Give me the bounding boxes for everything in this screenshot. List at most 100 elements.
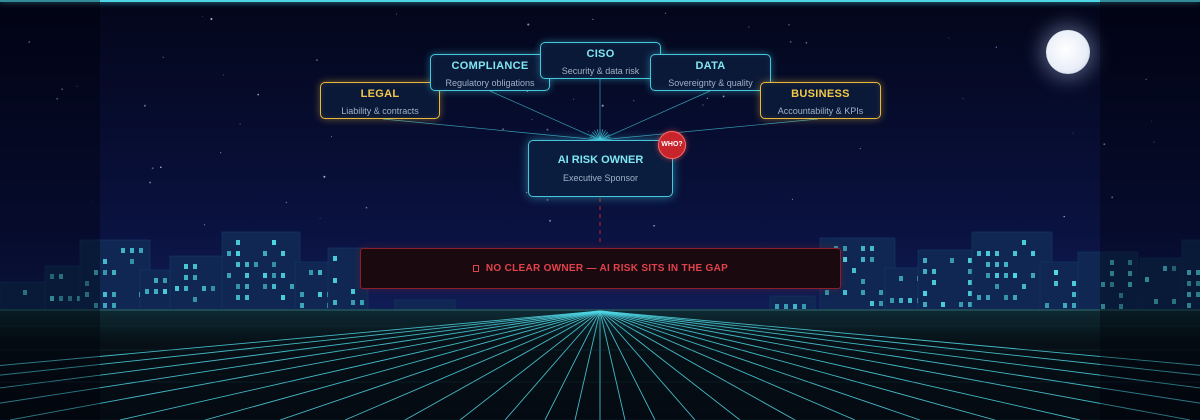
star [76,85,78,87]
building-window [995,273,999,278]
building-window [1101,282,1105,287]
building-window [986,251,990,256]
grid-ray [574,310,601,420]
star [239,123,241,125]
building-window [932,280,936,285]
building-window [995,262,999,267]
hub-burst-ray [591,131,601,141]
star [633,100,635,102]
building-window [121,248,125,253]
star [653,224,655,227]
building-window [1072,292,1076,297]
star [92,201,94,203]
node-subtitle: Accountability & KPIs [777,106,864,116]
star [56,97,59,100]
building-window [1101,304,1105,309]
building-window [263,284,267,289]
building-window [1022,284,1026,289]
building-window [360,300,364,305]
star [546,199,549,201]
node-title: LEGAL [360,88,400,100]
node-title: DATA [695,60,726,72]
building-window [959,302,963,307]
building-window [154,289,158,294]
building-window [112,303,116,308]
building-window [1128,271,1132,276]
building-window [236,284,240,289]
building-window [272,273,276,278]
star [319,218,321,219]
star [1145,78,1147,81]
moon [1046,30,1090,74]
node-subtitle: Regulatory obligations [445,78,535,88]
building-window [281,273,285,278]
building-window [163,289,167,294]
warning-box-icon [472,265,479,272]
building-window [879,290,883,295]
building-window [986,295,990,300]
grid-ray [504,310,601,420]
grid-ray [599,310,1200,404]
star [601,104,604,107]
building-window [163,278,167,283]
star [61,88,63,90]
building-window [1163,266,1167,271]
grid-ray [204,310,601,420]
top-accent-line [0,0,1200,2]
building-window [1172,299,1176,304]
hub-burst-ray [596,129,601,141]
building-window [1013,295,1017,300]
ownership-gap-banner: NO CLEAR OWNER — AI RISK SITS IN THE GAP [360,248,841,289]
building-window [184,286,188,291]
building-window [103,259,107,264]
node-title: COMPLIANCE [451,60,529,72]
star [546,128,549,131]
star [549,219,552,222]
grid-ray [599,310,1200,376]
building-window [1154,299,1158,304]
star [789,41,792,43]
building-window [843,290,847,295]
building-window [112,292,116,297]
horizon-line [0,309,1200,311]
star [149,181,152,184]
building-window [227,273,231,278]
building-window [193,264,197,269]
building-window [1054,281,1058,286]
building-window [351,300,355,305]
star [159,166,162,169]
building-window [103,270,107,275]
star [592,18,594,20]
building-window [793,304,797,309]
building-window [1119,304,1123,309]
building-window [154,278,158,283]
building-window [103,292,107,297]
grid-ray [279,310,601,420]
building-window [861,257,865,262]
building-window [1110,271,1114,276]
building-window [908,298,912,303]
building-window [1110,260,1114,265]
star [502,128,504,130]
grid-ray [599,310,1200,366]
building-window [1187,292,1191,297]
grid-ray [599,310,796,420]
building-window [825,290,829,295]
grid-ray [599,310,741,420]
city-skyline [0,231,1200,312]
grid-ray [9,310,601,420]
building-window [1072,303,1076,308]
building-window [272,262,276,267]
hub-burst-ray [599,129,604,141]
building-window [236,262,240,267]
star [151,167,154,170]
star [788,24,790,26]
grid-ray [599,310,1191,420]
building [971,231,1053,312]
building-window [1004,273,1008,278]
grid-ray [599,310,626,420]
connector-line [489,90,601,141]
grid-ray [599,310,1081,420]
